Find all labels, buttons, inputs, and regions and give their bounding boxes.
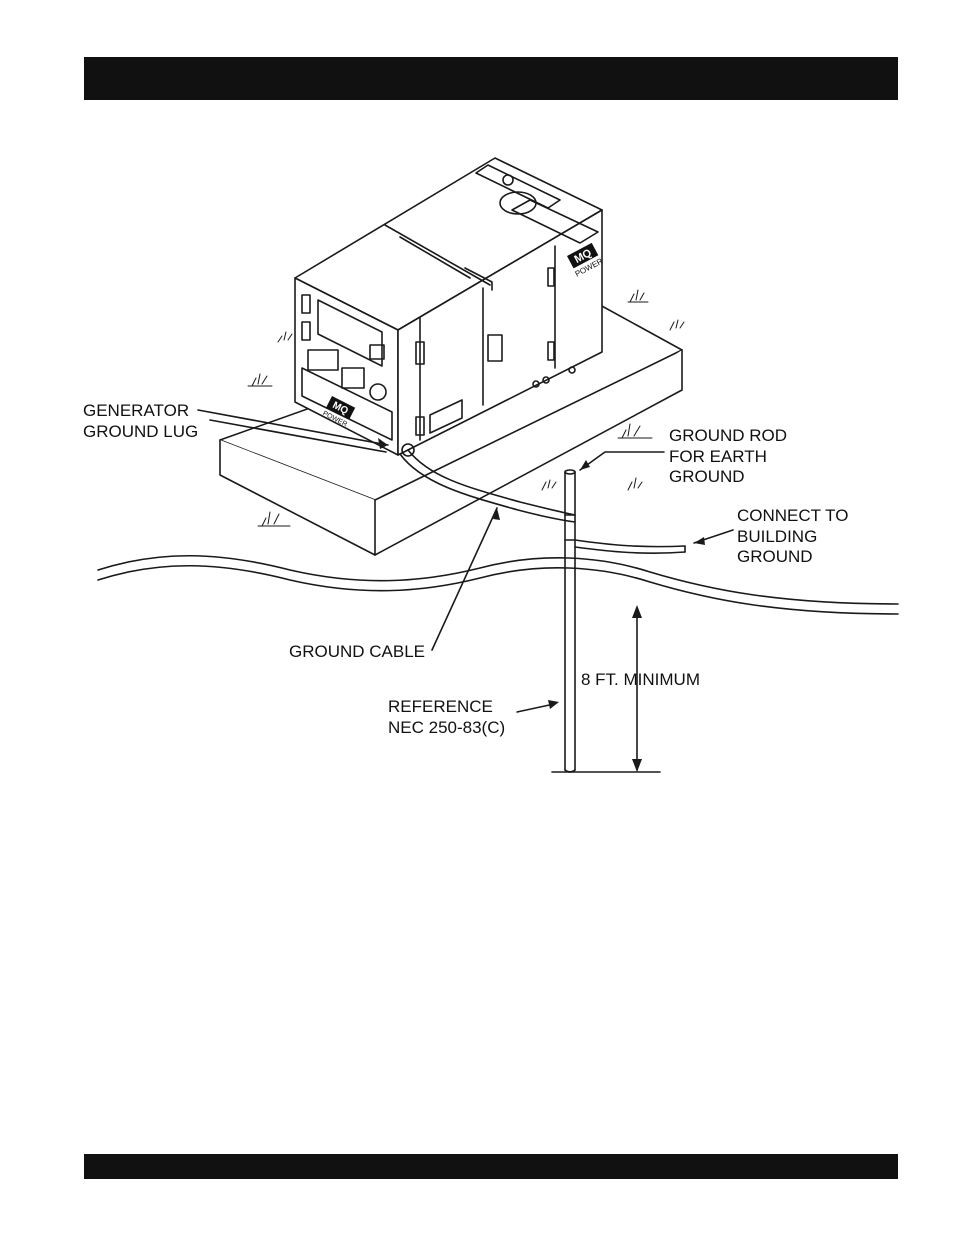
depth-dimension [552, 610, 660, 772]
connect-building-label: CONNECT TO BUILDING GROUND [737, 506, 848, 568]
generator-ground-lug-label: GENERATOR GROUND LUG [83, 401, 198, 442]
ground-rod [565, 470, 575, 772]
ground-rod-label: GROUND ROD FOR EARTH GROUND [669, 426, 787, 488]
depth-label: 8 FT. MINIMUM [581, 670, 700, 691]
reference-label: REFERENCE NEC 250-83(C) [388, 697, 505, 738]
ground-cable-label: GROUND CABLE [289, 642, 425, 663]
